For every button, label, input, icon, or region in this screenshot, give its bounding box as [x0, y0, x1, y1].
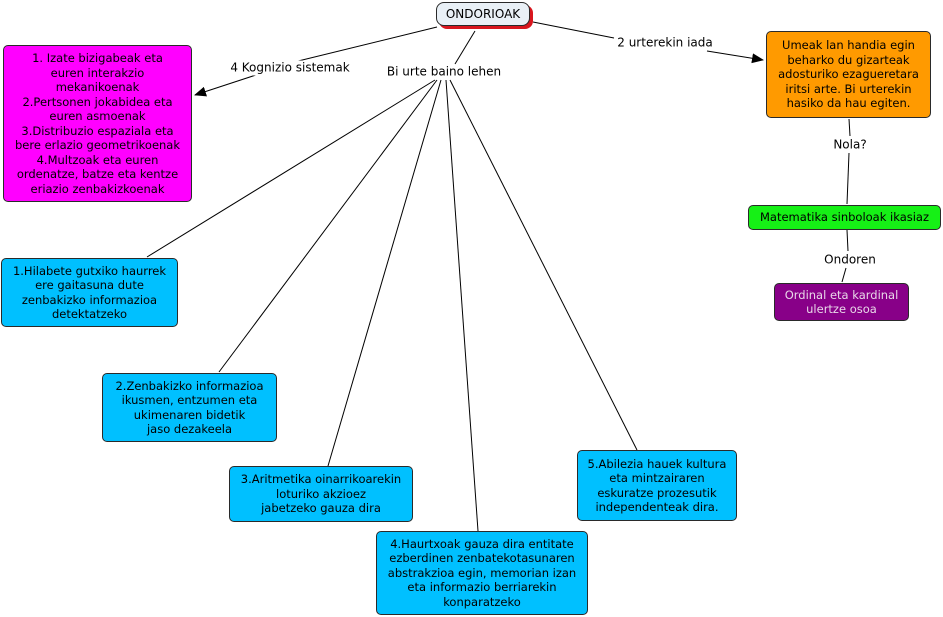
node-kognizio-sistemak[interactable]: 1. Izate bizigabeak eta euren interakzio… [3, 45, 192, 202]
line-biurte-n5 [449, 79, 638, 451]
line-matematika-ondoren [846, 229, 849, 252]
link-label-ondoren: Ondoren [822, 252, 878, 268]
node-umeak[interactable]: Umeak lan handia egin beharko du gizarte… [766, 31, 931, 118]
node-matematika[interactable]: Matematika sinboloak ikasiaz [748, 205, 941, 230]
line-biurte-n4 [445, 79, 479, 532]
line-biurte-n1 [146, 79, 436, 258]
node-1-hilabete[interactable]: 1.Hilabete gutxiko haurrek ere gaitasuna… [1, 258, 178, 327]
link-label-kognizio: 4 Kognizio sistemak [228, 60, 352, 76]
root-node[interactable]: ONDORIOAK [436, 2, 530, 26]
line-biurte-n2 [218, 79, 438, 373]
link-label-urterekin: 2 urterekin iada [615, 35, 715, 51]
arrow-urterekin [706, 50, 764, 64]
link-label-nola: Nola? [831, 137, 869, 153]
line-root-kognizio [289, 26, 438, 64]
node-4-haurtxoak[interactable]: 4.Haurtxoak gauza dira entitate ezberdin… [376, 531, 588, 615]
line-biurte-n3 [327, 79, 442, 467]
line-ondoren-ordinal [841, 267, 847, 283]
line-root-urterekin [532, 21, 615, 39]
link-label-bi-urte: Bi urte baino lehen [384, 64, 504, 80]
node-2-zenbakizko[interactable]: 2.Zenbakizko informazioa ikusmen, entzum… [102, 373, 277, 442]
line-umeak-nola [848, 118, 851, 137]
node-ordinal[interactable]: Ordinal eta kardinal ulertze osoa [774, 283, 909, 321]
line-nola-matematika [846, 152, 850, 205]
node-5-abilezia[interactable]: 5.Abilezia hauek kultura eta mintzairare… [577, 450, 737, 521]
node-3-aritmetika[interactable]: 3.Aritmetika oinarrikoarekin loturiko ak… [229, 466, 413, 522]
arrow-kognizio [194, 72, 263, 97]
line-root-biurte [454, 30, 476, 65]
